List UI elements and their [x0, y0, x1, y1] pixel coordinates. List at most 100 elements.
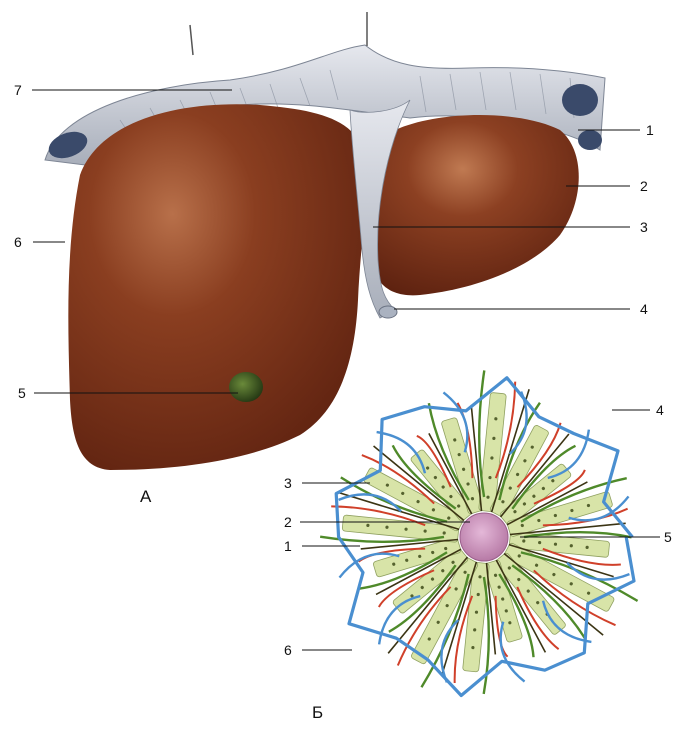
ligament-cut-right-bottom: [578, 130, 602, 150]
label-a-5: 5: [18, 385, 26, 401]
hepatocyte-nucleus: [517, 554, 521, 558]
bile-ductule: [520, 551, 639, 602]
sinusoid: [485, 562, 497, 655]
hepatocyte-nucleus: [501, 597, 505, 601]
interlobular-vein-ring: [334, 376, 636, 698]
label-b-5: 5: [664, 529, 672, 545]
arteriole: [361, 454, 435, 505]
hepatocyte-nucleus: [447, 516, 451, 520]
hepatocyte-cord: [411, 556, 479, 665]
vein-branch: [376, 430, 427, 474]
hepatocyte-nucleus: [454, 587, 458, 591]
hepatocyte-nucleus: [410, 594, 414, 598]
hepatocyte-nucleus: [553, 513, 557, 518]
label-b-1: 1: [284, 538, 292, 554]
cord-body: [489, 425, 549, 518]
vein-branch: [541, 600, 592, 644]
hepatocyte-nucleus: [541, 486, 545, 491]
hepatocyte-nucleus: [478, 575, 482, 579]
hepatocyte-nucleus: [493, 573, 498, 577]
hepatocyte-nucleus: [470, 497, 475, 501]
label-a-6: 6: [14, 234, 22, 250]
hepatocyte-nucleus: [474, 610, 479, 614]
hepatocyte-nucleus: [442, 531, 446, 535]
arteriole: [494, 381, 517, 479]
bile-ductule: [498, 573, 535, 658]
arteriole: [416, 435, 452, 488]
label-b-2: 2: [284, 514, 292, 530]
bile-ductule: [391, 444, 457, 510]
hepatocyte-nucleus: [530, 445, 534, 449]
bile-ductule: [511, 444, 577, 510]
vein-branch: [440, 619, 460, 683]
hepatocyte-nucleus: [490, 456, 494, 460]
sinusoid: [375, 548, 462, 596]
falciform-ligament: [349, 99, 411, 319]
hepatocyte-nucleus: [444, 546, 448, 551]
hepatocyte-nucleus: [463, 570, 467, 574]
sinusoid: [508, 543, 614, 578]
cord-body: [363, 467, 465, 532]
hepatocyte-nucleus: [462, 467, 466, 471]
vein-branch: [568, 495, 630, 522]
hepatocyte-nucleus: [441, 569, 445, 573]
sinusoid: [360, 538, 459, 550]
figure-a-leaders: [32, 89, 640, 394]
vein-branch: [499, 621, 526, 683]
sinusoid: [387, 556, 469, 654]
cord-body: [506, 491, 613, 537]
round-ligament-end: [378, 305, 398, 319]
hepatocyte-nucleus: [520, 523, 524, 528]
hepatocyte-nucleus: [486, 495, 490, 499]
gallbladder: [229, 372, 263, 402]
bile-ductule: [427, 402, 470, 501]
arteriole: [494, 595, 509, 658]
bile-ductule: [319, 535, 445, 544]
hepatocyte-nucleus: [497, 585, 501, 589]
hepatocyte-nucleus: [416, 500, 420, 504]
vein-branch: [442, 391, 469, 453]
sinusoid: [506, 481, 588, 526]
hepatocyte-nucleus: [522, 502, 527, 506]
right-lobe: [68, 104, 366, 471]
hepatocyte-nucleus: [430, 577, 435, 581]
ligament-thread-1: [189, 24, 194, 56]
label-b-6: 6: [284, 642, 292, 658]
hepatocyte-nucleus: [366, 523, 370, 527]
label-a-7: 7: [14, 82, 22, 98]
hepatocyte-nucleus: [538, 540, 542, 545]
label-b-4: 4: [656, 402, 664, 418]
cord-body: [478, 392, 507, 513]
cord-body: [462, 561, 490, 673]
hepatocyte-nucleus: [522, 539, 526, 543]
hepatocyte-nucleus: [517, 577, 521, 582]
hepatocyte-nucleus: [431, 508, 436, 512]
bile-ductule: [482, 576, 490, 695]
label-a-4: 4: [640, 301, 648, 317]
hepatocyte-cord: [478, 392, 507, 513]
sinusoid: [338, 491, 460, 531]
arterioles: [331, 381, 629, 684]
hepatocyte-nucleus: [569, 544, 573, 548]
hepatocyte-nucleus: [476, 592, 480, 597]
cord-body: [503, 542, 615, 612]
hepatocyte-nucleus: [488, 475, 492, 480]
sinusoids: [338, 388, 626, 676]
hepatocyte-cord: [462, 561, 490, 673]
hepatocyte-nucleus: [423, 529, 427, 533]
hepatocyte-nucleus: [504, 609, 508, 613]
hepatocyte-nucleus: [457, 453, 461, 457]
hepatocyte-cord: [489, 425, 549, 518]
hepatocyte-nucleus: [570, 508, 574, 513]
arteriole: [396, 586, 452, 666]
hepatocyte-nucleus: [492, 436, 496, 440]
hepatocyte-nucleus: [445, 604, 449, 608]
label-a-1: 1: [646, 122, 654, 138]
hepatocyte-nucleus: [449, 494, 453, 499]
hepatocyte-nucleus: [453, 438, 457, 442]
hepatocyte-nucleus: [457, 504, 461, 508]
ligament-cut-left: [48, 131, 88, 159]
caption-b: Б: [312, 703, 323, 722]
hepatocyte-nucleus: [405, 558, 409, 562]
